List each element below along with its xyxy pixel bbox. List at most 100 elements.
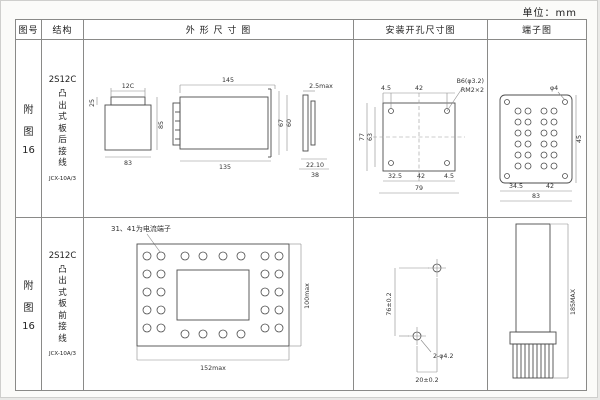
dim-phi4: φ4 [550,85,558,92]
side-view [172,88,271,157]
fig-char: 附 [23,280,34,292]
front-view [104,96,151,150]
terminal-screws [142,251,283,339]
dim-83: 83 [123,160,131,167]
terminal-plate [499,94,573,183]
fig-no-row2: 附 图 16 [16,218,42,390]
outline-drawing-front: 31、41为电流端子 [111,224,311,372]
dimension-table: 图号 结构 外 形 尺 寸 图 安装开孔尺寸图 端子图 附 图 16 2S12C… [15,19,587,391]
panel-profile-dims [298,90,329,169]
desc-char: 出 [58,100,67,111]
dim-77: 77 [359,132,366,140]
desc-char: 凸 [58,264,67,275]
header-terminal: 端子图 [488,20,586,40]
dim-76: 76±0.2 [386,292,393,315]
relay-side-profile [509,223,557,379]
fig-char: 16 [22,145,35,156]
desc-char: 式 [58,287,67,298]
dim-42-bottom: 42 [416,173,424,180]
type-label: JCX-10A/3 [48,351,77,358]
current-terminal-note: 31、41为电流端子 [111,224,171,233]
dim-25: 25 [89,98,96,106]
model-label: 2S12C [48,75,77,86]
outline2-dim-lines [136,243,301,361]
dim-12c: 12C [121,83,134,90]
model-label: 2S12C [48,250,77,261]
mounting-drawing-rear: 4.5 42 B6(φ3.2) RM2×2 77 63 32.5 42 4.5 … [359,78,484,193]
dim-60: 60 [286,118,293,126]
front-view-dims [96,87,157,157]
dim-145: 145 [221,77,233,84]
desc-char: 线 [58,333,67,344]
dim-100max: 100max [304,283,311,309]
dim-38: 38 [310,172,318,179]
structure-desc: 凸 出 式 板 后 接 线 [58,89,67,169]
terminal-dim-lines [500,91,577,201]
mounting-cell-row1: 4.5 42 B6(φ3.2) RM2×2 77 63 32.5 42 4.5 … [354,40,488,218]
dim-4p5-top: 4.5 [380,85,390,92]
fig-char: 附 [23,105,34,116]
mounting-dim-lines [366,86,463,193]
desc-char: 出 [58,276,67,287]
dim-185max: 185MAX [570,288,577,315]
desc-char: 接 [58,146,67,157]
structure-row1: 2S12C 凸 出 式 板 后 接 线 JCX-10A/3 [42,40,84,218]
desc-char: 接 [58,322,67,333]
dim-4p5-bottom: 4.5 [443,173,453,180]
desc-char: 线 [58,158,67,169]
terminal-cell-row2: 185MAX [488,218,586,390]
side-view-dims [179,84,287,161]
fig-char: 16 [22,320,35,332]
terminal-drawing-rear: φ4 45 34.5 42 83 [499,85,583,201]
dim-42-term: 42 [546,183,554,190]
dim-20: 20±0.2 [415,377,438,384]
corner-holes [504,98,568,179]
thread-spec-label: RM2×2 [460,87,483,94]
dim-63: 63 [367,132,374,140]
mounting-holes [387,107,450,166]
hole-cross-lines [394,259,446,373]
terminal-drawing-front: 185MAX [509,223,577,379]
structure-desc: 凸 出 式 板 前 接 线 [58,265,67,345]
header-fig-no: 图号 [16,20,42,40]
dim-32p5: 32.5 [387,173,401,180]
dim-79: 79 [414,185,422,192]
desc-char: 凸 [58,89,67,100]
type-label: JCX-10A/3 [48,175,77,182]
dim-2210: 22.10 [305,162,323,169]
terminal-pins [514,107,558,169]
dim-152max: 152max [200,365,226,372]
panel-profile [302,94,315,151]
mounting-drawing-front: 76±0.2 2-φ4.2 20±0.2 [386,259,453,384]
center-lines [372,92,465,181]
outline-drawing-rear: 12C 25 85 83 [89,77,333,179]
dim-2-phi42: 2-φ4.2 [433,353,453,360]
dim-25max: 2.5max [309,83,333,90]
dim-83-term: 83 [532,193,540,200]
desc-char: 板 [58,123,67,134]
outline-cell-row2: 31、41为电流端子 [84,218,354,390]
desc-char: 后 [58,135,67,146]
mounting-cell-row2: 76±0.2 2-φ4.2 20±0.2 [354,218,488,390]
dim-135: 135 [218,164,230,171]
fig-char: 图 [23,302,34,314]
unit-label: 单位：mm [522,8,577,19]
fig-no-row1: 附 图 16 [16,40,42,218]
header-structure: 结构 [42,20,84,40]
desc-char: 板 [58,299,67,310]
header-outline: 外 形 尺 寸 图 [84,20,354,40]
height-dim-line [551,223,569,379]
dim-45: 45 [576,134,583,142]
desc-char: 前 [58,310,67,321]
dim-42-top: 42 [414,85,422,92]
dim-34p5: 34.5 [509,183,523,190]
terminal-cell-row1: φ4 45 34.5 42 83 [488,40,586,218]
outline-cell-row1: 12C 25 85 83 [84,40,354,218]
base-plate [136,243,289,347]
hole-spec-label: B6(φ3.2) [456,78,483,85]
dim-67: 67 [278,118,285,126]
structure-row2: 2S12C 凸 出 式 板 前 接 线 JCX-10A/3 [42,218,84,390]
header-mounting: 安装开孔尺寸图 [354,20,488,40]
dim-85: 85 [158,120,165,128]
fig-char: 图 [23,127,34,138]
